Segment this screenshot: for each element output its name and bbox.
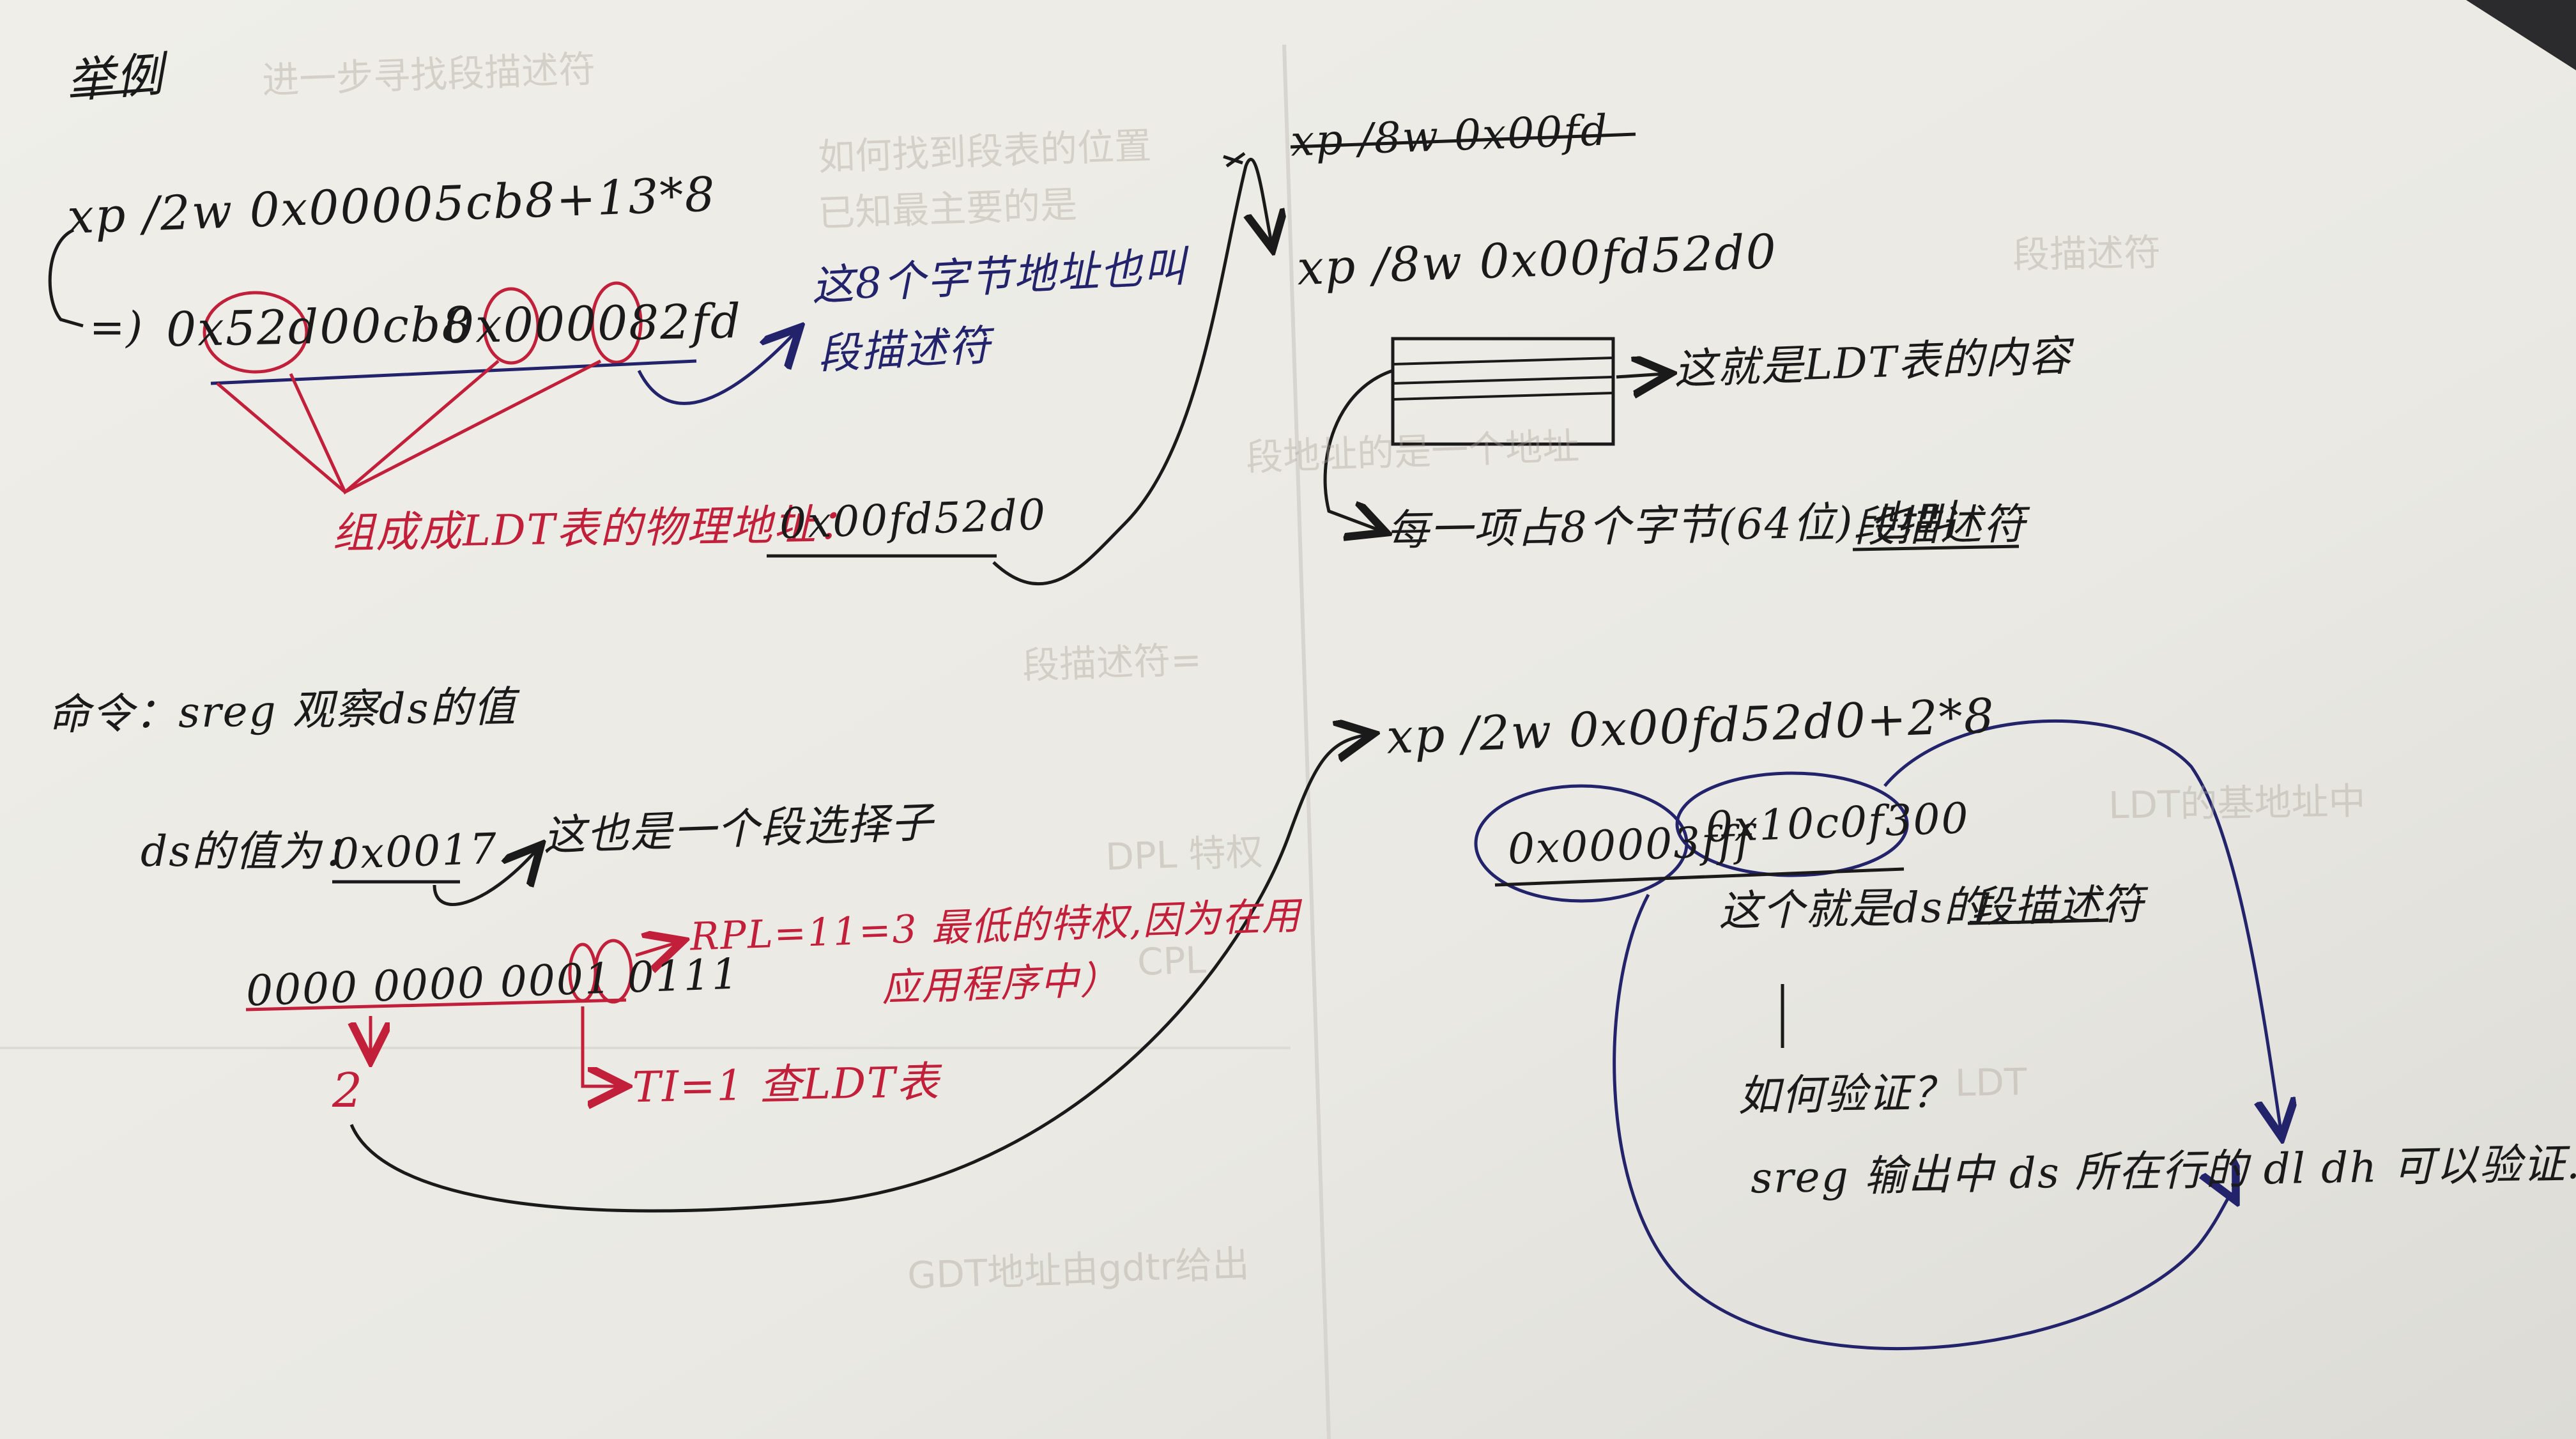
circle-ti [568,943,597,1003]
ldt-table [1391,337,1615,446]
brace-left [48,228,84,328]
red-line-2 [344,359,602,494]
arrow-val3b-to-dh [1883,719,2281,1131]
index-value: 2 [332,1063,364,1118]
arrow-ldt-to-top [992,157,1271,585]
result-arrow: =) [89,303,144,352]
ghost-text: 段描述符 [2012,230,2161,277]
arrow-to-desc8 [637,332,795,405]
ds-desc-term-underline [1967,918,2109,925]
tick-mark [1223,151,1246,168]
ghost-text: DPL 特权 [1105,829,1264,879]
arrow-ds-to-selector [433,850,537,906]
descriptor-note-term: 段描述符 [816,320,993,380]
arrow-index-to-cmd3 [349,735,1367,1213]
value-high: 0x000082fd [443,293,742,355]
ghost-text: CPL [1136,938,1207,984]
arrow-rpl [635,943,677,955]
ldt-address-value: 0x00fd52d0 [778,489,1048,549]
binary-underline [245,998,627,1012]
value-low: 0x52d00cb8 [165,296,474,358]
rpl-note-cont: 应用程序中） [880,957,1121,1011]
arrow-val3a-to-dl [1613,893,2233,1351]
red-line-3 [216,382,346,493]
val3-underline [1494,867,1905,887]
page-fold [1282,44,1331,1439]
arrow-table-down [1323,369,1393,530]
entry-size-term: 段描述符 [1852,499,2027,552]
ds-value: 0x0017 [331,824,499,879]
cmd2-strike [1290,132,1636,149]
ghost-text: LDT的基地址中 [2108,779,2366,827]
ghost-text: 已知最主要的是 [817,182,1078,236]
ghost-text: 段描述符= [1022,638,1202,688]
ds-value-label: ds的值为： [141,827,366,876]
descriptor-high: 0x10c0f300 [1705,793,1970,852]
sreg-command: 命令：sreg 观察ds的值 [47,682,518,740]
arrow-table-right [1616,374,1664,377]
circle-0000 [482,287,540,365]
ds-descriptor-note: 这个就是ds的 [1718,882,1988,936]
heading: 举例 [65,47,166,109]
arrow-ti [581,1006,620,1086]
ds-descriptor-term: 段描述符 [1970,879,2145,932]
verify-question: 如何验证？ [1737,1068,1956,1121]
circle-fd [590,281,643,364]
ghost-text: LDT [1954,1060,2027,1105]
heading-underline [70,88,154,98]
each8-term-underline [1852,544,2020,551]
command-xp-2-struck: xp /8w 0x00fd [1289,105,1610,166]
circle-val3b [1675,771,1909,877]
ti-note: TI=1 查LDT表 [632,1057,940,1112]
circle-52d0 [203,291,309,374]
